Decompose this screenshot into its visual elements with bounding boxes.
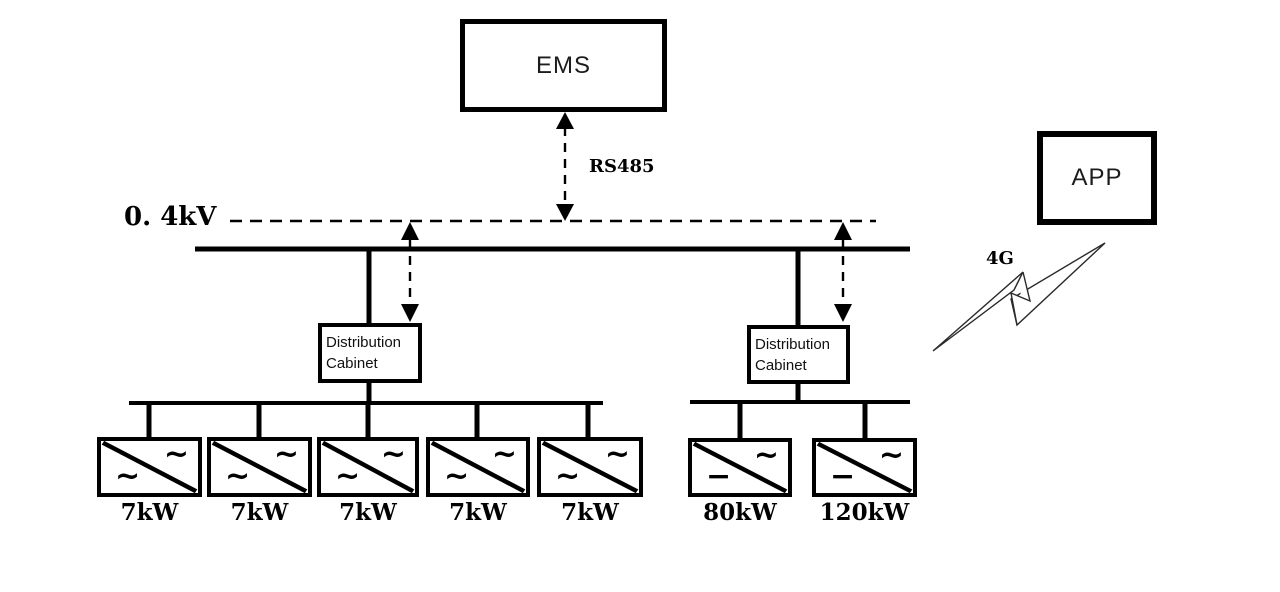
power-label: 7kW: [449, 499, 507, 526]
ac-symbol-top: ~: [273, 437, 299, 472]
ac-symbol-bottom: ~: [555, 459, 581, 494]
pcs-unit-120kw: ~ −: [812, 438, 917, 497]
ac-symbol-top: ~: [753, 438, 779, 473]
bus-voltage-label: 0. 4kV: [124, 202, 217, 232]
inverter-unit-4: ~ ~: [426, 437, 530, 497]
ac-symbol-bottom: ~: [115, 459, 141, 494]
power-label: 80kW: [703, 499, 777, 526]
ac-symbol-bottom: ~: [444, 459, 470, 494]
converter-diagonal: [211, 441, 308, 493]
lightning-bolt-icon: [932, 242, 1106, 352]
ems-box: EMS: [460, 19, 667, 112]
4g-label: 4G: [986, 248, 1014, 269]
pcs-unit-80kw: ~ −: [688, 438, 792, 497]
inverter-unit-3: ~ ~: [317, 437, 419, 497]
ac-symbol-bottom: ~: [225, 459, 251, 494]
power-label: 7kW: [120, 499, 179, 526]
dc-symbol-bottom: −: [830, 459, 856, 494]
ac-symbol-bottom: ~: [335, 459, 361, 494]
rs485-label: RS485: [589, 156, 655, 177]
ac-symbol-top: ~: [491, 437, 517, 472]
cabinet-label-line2: Cabinet: [326, 355, 378, 372]
converter-diagonal: [321, 441, 415, 493]
cabinet-label-line1: Distribution: [326, 334, 402, 351]
distribution-cabinet-2: Distribution Cabinet: [747, 325, 850, 384]
converter-diagonal: [692, 442, 788, 493]
ac-symbol-top: ~: [878, 438, 904, 473]
converter-diagonal: [101, 441, 198, 493]
dc-symbol-bottom: −: [706, 459, 732, 494]
ac-symbol-top: ~: [380, 437, 406, 472]
power-label: 7kW: [230, 499, 289, 526]
cabinet-arrow-left: [401, 222, 419, 322]
rs485-arrow: [556, 112, 574, 221]
cabinet-arrow-right: [834, 222, 852, 322]
cabinet-label-line1: Distribution: [755, 336, 831, 353]
converter-diagonal: [430, 441, 526, 493]
app-label: APP: [1071, 164, 1123, 191]
cabinet-label-line2: Cabinet: [755, 357, 807, 374]
distribution-cabinet-1: Distribution Cabinet: [318, 323, 422, 383]
app-box: APP: [1037, 131, 1157, 225]
power-label: 7kW: [561, 499, 619, 526]
converter-diagonal: [541, 441, 639, 493]
power-label: 7kW: [339, 499, 397, 526]
ems-label: EMS: [535, 51, 591, 79]
power-label: 120kW: [819, 499, 910, 526]
ac-symbol-top: ~: [604, 437, 630, 472]
ac-symbol-top: ~: [163, 437, 189, 472]
inverter-unit-2: ~ ~: [207, 437, 312, 497]
inverter-unit-1: ~ ~: [97, 437, 202, 497]
inverter-unit-5: ~ ~: [537, 437, 643, 497]
converter-diagonal: [816, 442, 913, 493]
